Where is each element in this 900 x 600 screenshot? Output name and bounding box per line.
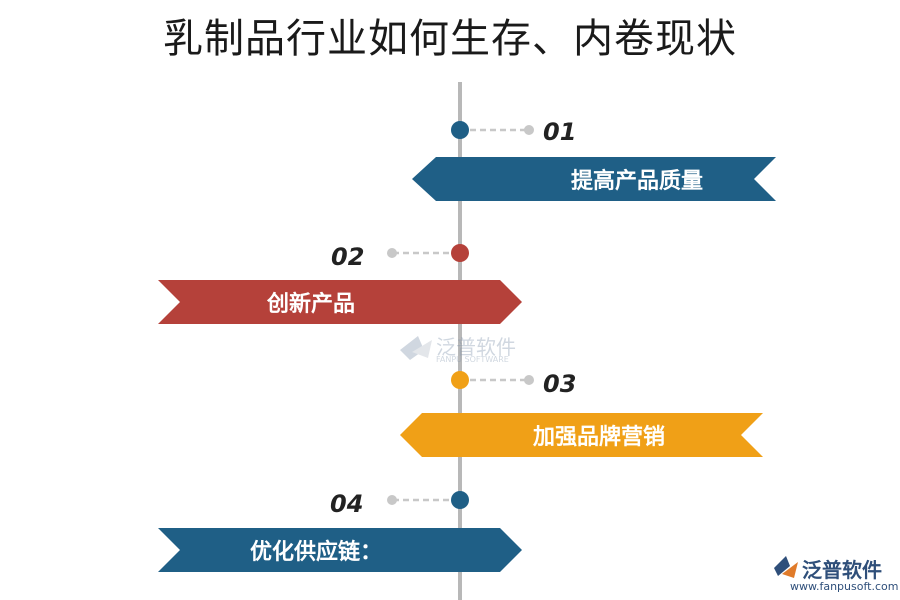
axis-dot-3 xyxy=(451,371,469,389)
brand-url: www.fanpusoft.com xyxy=(790,580,899,593)
banner-1 xyxy=(412,157,776,201)
banner-label-2: 创新产品 xyxy=(266,291,355,317)
banner-4 xyxy=(158,528,522,572)
page-title: 乳制品行业如何生存、内卷现状 xyxy=(163,16,737,62)
step-number-1: 01 xyxy=(543,118,576,146)
step-number-4: 04 xyxy=(330,490,363,518)
banner-label-1: 提高产品质量 xyxy=(571,168,703,194)
watermark: 泛普软件 FANPU SOFTWARE xyxy=(400,335,516,364)
axis-dot-1 xyxy=(451,121,469,139)
watermark-subtext: FANPU SOFTWARE xyxy=(436,355,509,364)
step-number-3: 03 xyxy=(543,370,576,398)
axis-dot-4 xyxy=(451,491,469,509)
banner-3 xyxy=(400,413,763,457)
connector-end-dot-3 xyxy=(524,375,534,385)
brand-logo: 泛普软件 www.fanpusoft.com xyxy=(770,552,899,598)
step-4: 04 优化供应链： xyxy=(158,490,522,572)
brand-name: 泛普软件 xyxy=(802,558,882,582)
connector-end-dot-4 xyxy=(387,495,397,505)
watermark-text: 泛普软件 xyxy=(436,335,516,359)
step-1: 01 提高产品质量 xyxy=(412,118,776,201)
axis-dot-2 xyxy=(451,244,469,262)
step-number-2: 02 xyxy=(331,243,364,271)
banner-label-4: 优化供应链： xyxy=(250,539,382,565)
brand-logo-icon xyxy=(774,556,798,578)
banner-label-3: 加强品牌营销 xyxy=(532,424,665,450)
connector-end-dot-1 xyxy=(524,125,534,135)
banner-2 xyxy=(158,280,522,324)
step-2: 02 创新产品 xyxy=(158,243,522,324)
step-3: 03 加强品牌营销 xyxy=(400,370,763,457)
connector-end-dot-2 xyxy=(387,248,397,258)
watermark-logo-icon xyxy=(400,336,424,360)
